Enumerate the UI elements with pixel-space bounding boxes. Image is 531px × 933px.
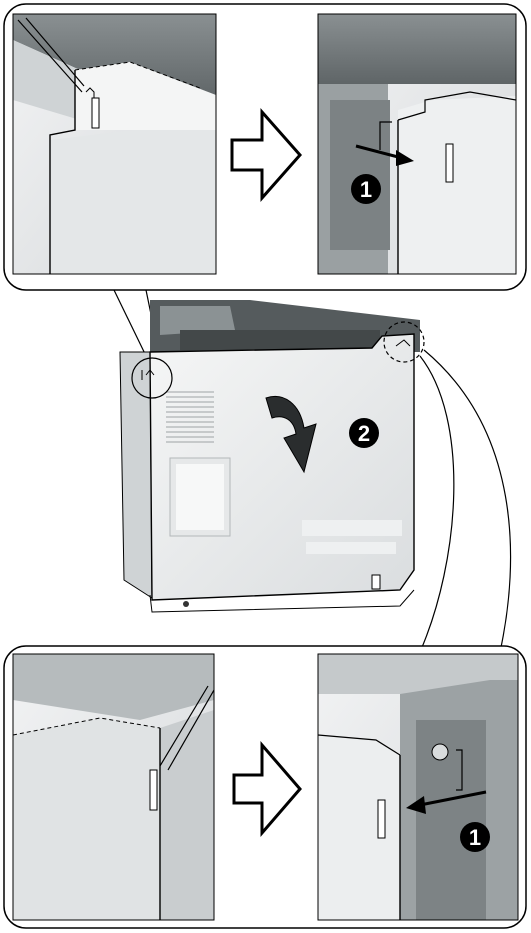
photo-top-left [13,14,216,274]
leader-line-right-2 [424,350,511,652]
photo-bottom-right [318,654,518,920]
step-badge-1-top: 1 [351,174,381,204]
leader-line-right [420,356,454,652]
step-1-bottom-label: 1 [469,825,481,850]
step-1-top-label: 1 [360,177,372,202]
step-badge-2: 2 [349,418,379,448]
photo-bottom-left [13,654,214,920]
top-callout: 1 [4,4,526,290]
step-badge-1-bottom: 1 [460,822,490,852]
step-2-label: 2 [358,421,370,446]
photo-top-right [318,14,516,274]
leader-line-left [114,290,148,360]
bottom-callout: 1 [4,646,526,928]
machine-illustration [120,300,420,612]
